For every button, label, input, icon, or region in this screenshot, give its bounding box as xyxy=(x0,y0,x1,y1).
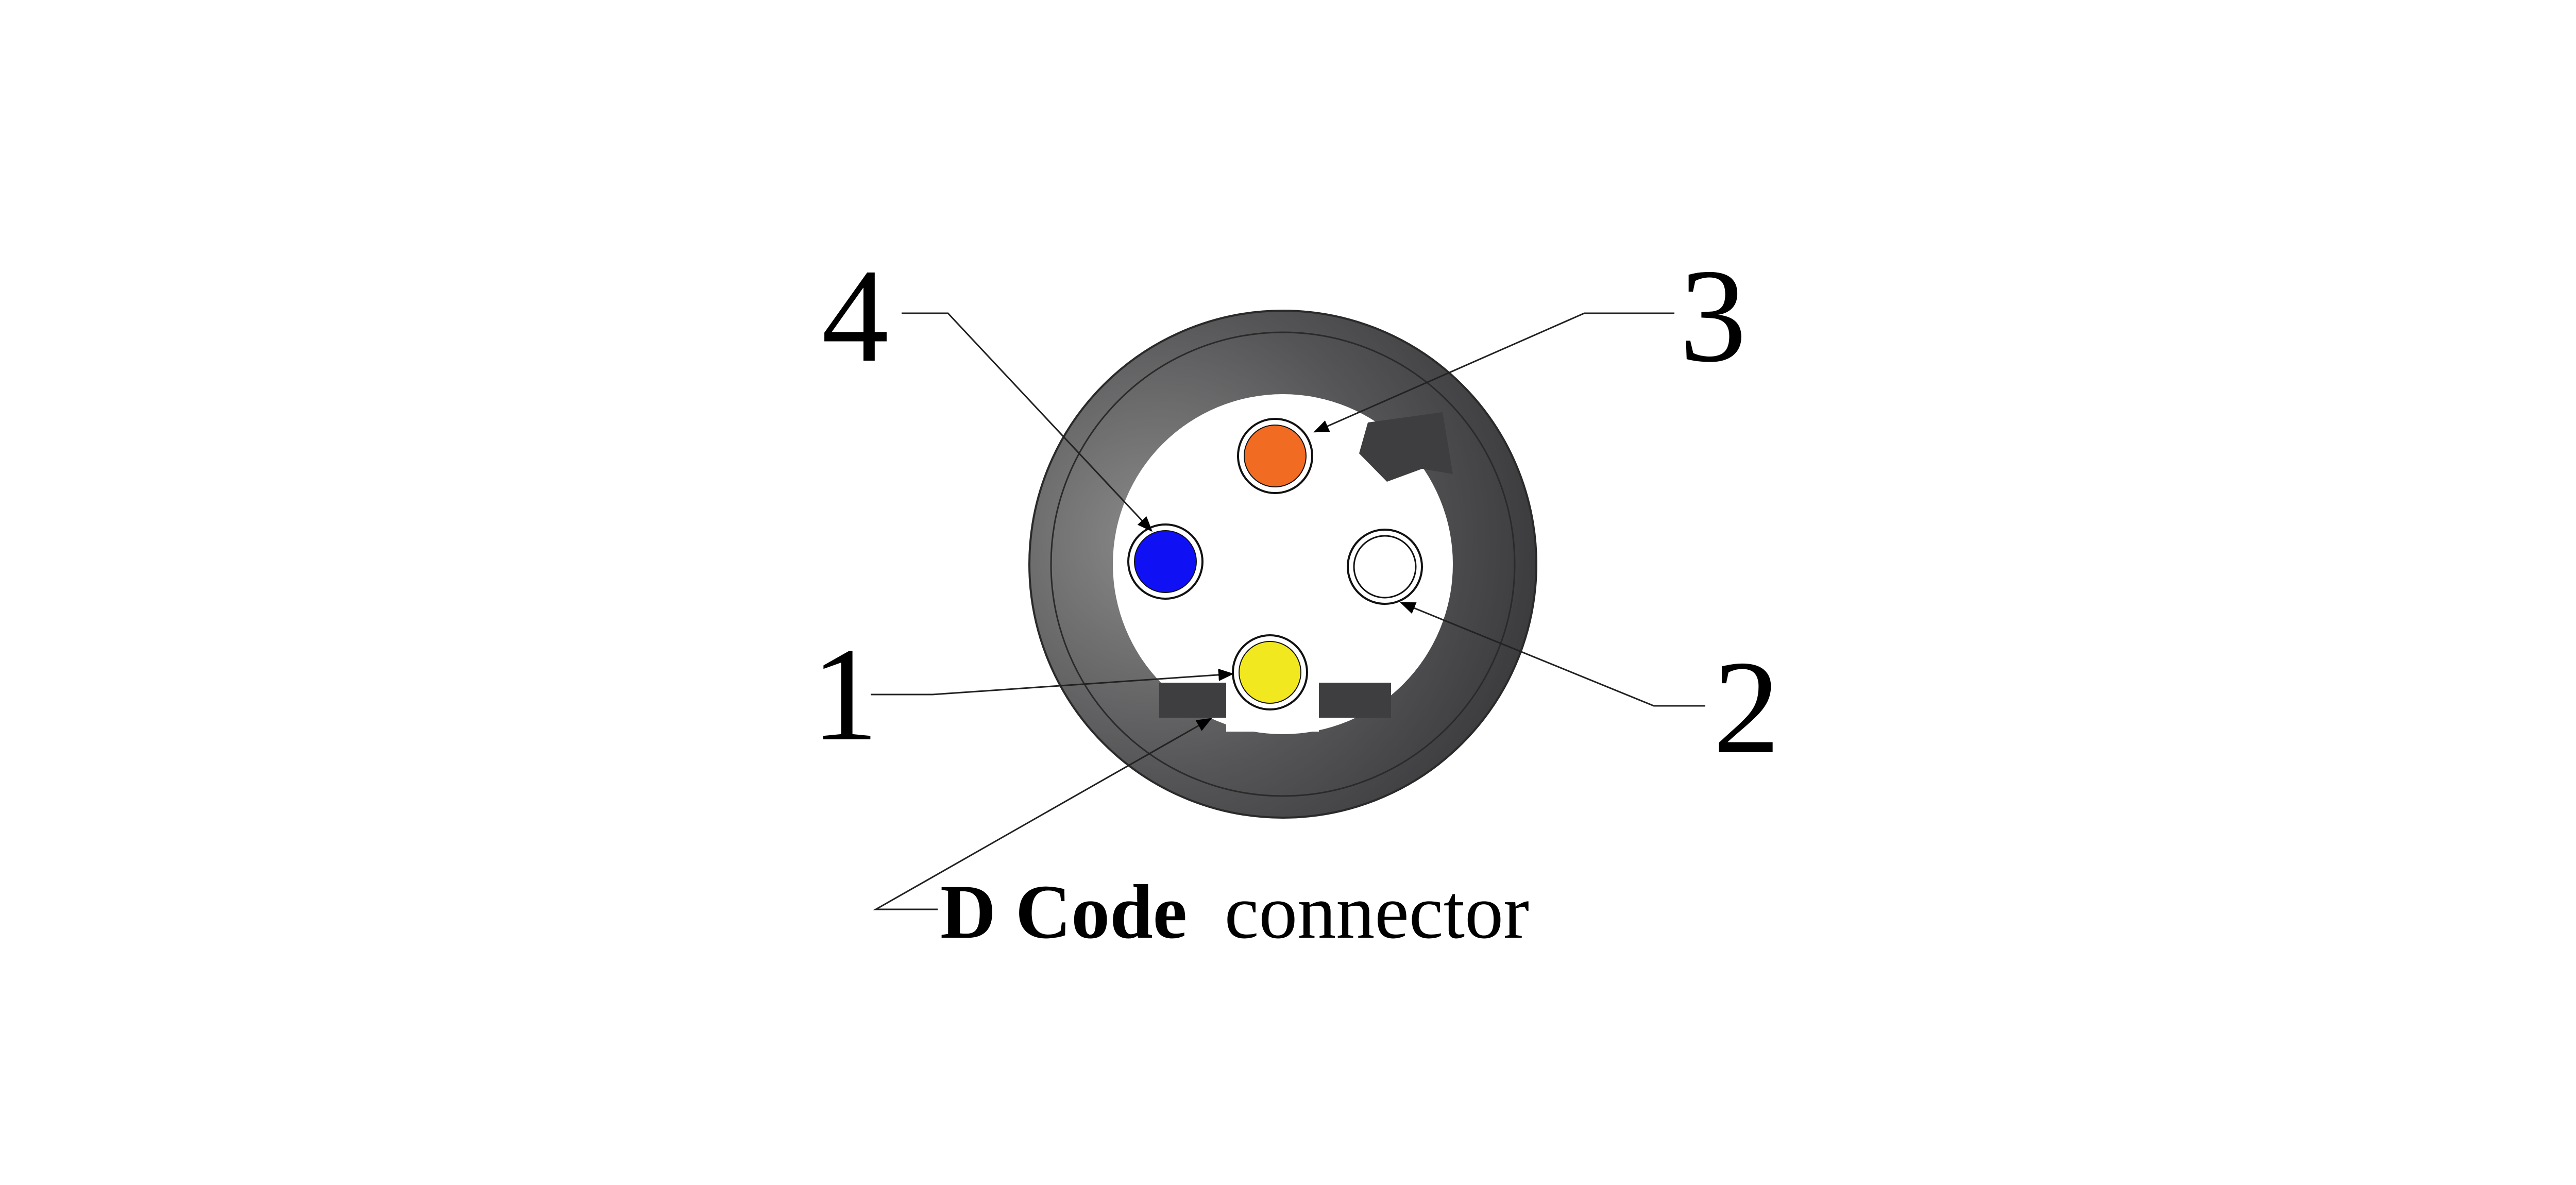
leader-line-pin-3 xyxy=(1313,312,1674,433)
pin-2-contact xyxy=(1353,535,1417,599)
pin-4 xyxy=(1127,523,1204,600)
leader-line-caption xyxy=(873,718,1212,910)
bottom-left-key-block xyxy=(1159,683,1226,718)
pin-1-contact xyxy=(1239,641,1301,704)
pin-4-contact xyxy=(1134,530,1197,593)
connector-shell xyxy=(1028,310,1537,819)
pin-label-4: 4 xyxy=(822,242,889,390)
caption-bold: D Code xyxy=(940,869,1187,955)
connector-caption: D Code connector xyxy=(940,869,1529,955)
pin-1 xyxy=(1232,634,1308,710)
pin-label-3: 3 xyxy=(1680,242,1747,390)
pin-3 xyxy=(1237,418,1313,494)
leader-line-pin-4 xyxy=(902,312,1153,532)
pin-3-contact xyxy=(1244,425,1307,487)
leader-line-pin-2 xyxy=(1400,602,1705,707)
pin-label-2: 2 xyxy=(1713,633,1780,782)
upper-right-key-tab xyxy=(1359,412,1453,482)
caption-normal: connector xyxy=(1225,869,1529,955)
pin-2 xyxy=(1347,529,1423,605)
pin-label-1: 1 xyxy=(811,620,878,769)
inner-shell-line xyxy=(1050,331,1516,797)
leader-line-pin-1 xyxy=(871,668,1234,696)
connector-face xyxy=(1113,394,1453,734)
bottom-right-key-block xyxy=(1319,683,1391,718)
